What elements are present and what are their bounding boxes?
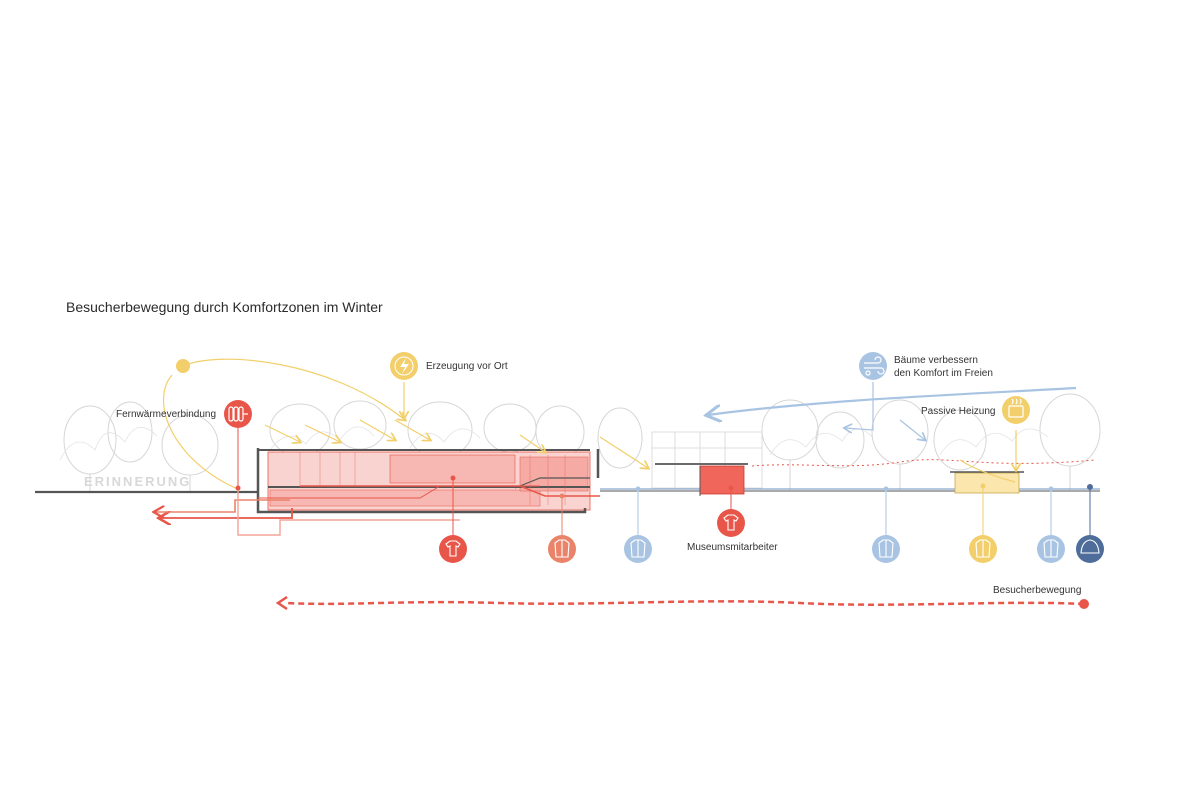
winter-hat-icon	[1076, 535, 1104, 563]
canopy-heat-line	[751, 459, 1096, 467]
onsite-generation-label: Erzeugung vor Ort	[426, 361, 508, 372]
indoor-warm-path	[300, 485, 600, 497]
jacket-icon	[548, 535, 576, 563]
trees-comfort-label-line2: den Komfort im Freien	[894, 368, 993, 379]
clothing-icons	[439, 509, 1104, 563]
solar-gain-arrows	[163, 358, 1016, 491]
district-heating-label: Fernwärmeverbindung	[116, 409, 217, 420]
coat-icon	[969, 535, 997, 563]
museum-staff-label: Museumsmitarbeiter	[687, 542, 778, 553]
wind-arrows	[708, 382, 1077, 440]
radiator-icon	[224, 400, 252, 428]
passive-heating-shelter	[950, 471, 1024, 494]
passive-heating-label: Passive Heizung	[921, 406, 996, 417]
heater-icon	[1002, 396, 1030, 424]
visitor-movement-arrow	[275, 595, 1089, 611]
sun-icon	[176, 359, 190, 373]
coat-icon	[1037, 535, 1065, 563]
comfort-leaders	[237, 428, 1091, 540]
main-building-section	[256, 448, 600, 514]
coat-icon	[624, 535, 652, 563]
diagram-title: Besucherbewegung durch Komfortzonen im W…	[66, 299, 383, 315]
lightning-icon	[390, 352, 418, 380]
staff-kiosk	[655, 463, 748, 496]
tshirt-icon	[717, 509, 745, 537]
visitor-movement-label: Besucherbewegung	[993, 585, 1082, 596]
trees-comfort-label-line1: Bäume verbessern	[894, 355, 978, 366]
district-heating-pipes	[155, 485, 540, 536]
background-pavilion	[651, 431, 763, 489]
memorial-engraving: ERINNERUNG	[84, 474, 192, 489]
tshirt-icon	[439, 535, 467, 563]
wind-icon	[859, 352, 887, 380]
coat-icon	[872, 535, 900, 563]
leader-dots	[235, 475, 1093, 499]
